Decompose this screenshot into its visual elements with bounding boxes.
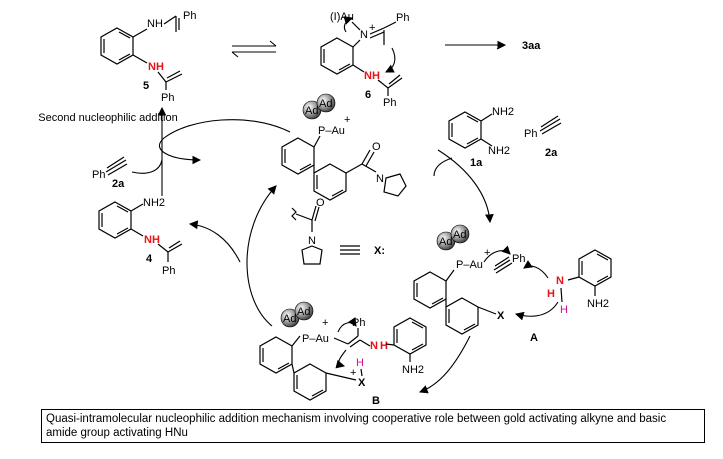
intermediate-label: A [530,332,538,344]
benzene-ring [281,137,315,175]
adamantyl-sphere [294,301,314,321]
benzene-ring [259,336,293,374]
x-symbol-label: X: [374,245,385,257]
nh-label: NH [147,18,163,30]
amine-label: NH2 [143,197,165,209]
compound-label: 5 [143,80,149,92]
adamantyl-label: Ad [297,306,310,318]
nitrogen-label: N [376,173,384,185]
benzene-ring [445,297,479,335]
charge-plus: + [350,367,356,379]
benzene-ring [448,111,482,149]
figure-caption: Quasi-intramolecular nucleophilic additi… [41,409,705,443]
phenyl-label: Ph [162,265,175,277]
phosphine-gold-label: P–Au [318,125,345,137]
intermediate-label: B [372,395,380,407]
nh-h-label: H [547,288,555,300]
intermediate-b: Ad Ad P–Au + Ph N H NH2 H + X B [259,301,427,407]
charge-plus: + [369,22,375,34]
compound-label: 2a [545,147,558,159]
charge-plus: + [484,247,490,259]
adamantyl-label: Ad [439,236,452,248]
phenyl-label: Ph [161,92,174,104]
gold-ligand-label: (I)Au [330,11,354,23]
pyrrolidine-ring [301,245,323,265]
adamantyl-label: Ad [319,98,332,110]
phenyl-label: Ph [524,128,537,140]
amine-label: NH2 [488,145,510,157]
compound-4: NH2 NH Ph 4 [98,197,183,277]
phenyl-label: Ph [383,97,396,109]
x-label: X [358,377,366,389]
intermediate-a: Ad Ad P–Au + Ph X A N H H NH2 [413,224,612,344]
benzene-ring [578,249,612,287]
nh-red-label: NH [364,70,380,82]
second-addition-label: Second nucleophilic addition [38,112,178,124]
oxygen-label: O [372,141,381,153]
gold-catalyst: Ad Ad P–Au + O N [281,93,407,201]
adamantyl-label: Ad [305,105,318,117]
acidic-h-label: H [356,357,364,369]
phosphine-gold-label: P–Au [456,259,483,271]
compound-label: 1a [470,157,483,169]
phenyl-label: Ph [352,317,365,329]
benzene-ring [320,37,354,75]
compound-label: 4 [146,253,153,265]
nh-h-label: H [380,340,388,352]
reagent-2a: Ph 2a [524,115,562,159]
acidic-h-label: H [560,304,568,316]
equilibrium-arrow [231,40,277,58]
reaction-arrow [445,40,507,50]
amine-label: NH2 [587,298,609,310]
second-addition: Second nucleophilic addition Ph 2a [38,106,178,196]
benzene-ring [313,163,347,201]
benzene-ring [100,27,134,65]
adamantyl-label: Ad [453,229,466,241]
adamantyl-sphere [316,93,336,113]
phenyl-label: Ph [512,253,525,265]
benzene-ring [413,271,447,309]
iminium-n-label: N [360,29,368,41]
benzene-ring [393,317,427,355]
compound-label: 6 [365,89,371,101]
phenyl-label: Ph [183,10,196,22]
nh-red-label: N [556,275,564,287]
oxygen-label: O [316,197,325,209]
reagent-1a: NH2 NH2 1a [448,106,514,169]
product-label: 3aa [522,40,541,52]
x-definition: O N X: [291,197,385,265]
nitrogen-label: N [308,235,316,247]
caption-text: Quasi-intramolecular nucleophilic additi… [46,413,667,439]
benzene-ring [293,363,327,401]
cycle-arrows [158,119,494,394]
phenyl-label: Ph [396,12,409,24]
charge-plus: + [322,317,328,329]
charge-plus: + [344,114,350,126]
compound-5: NH Ph NH Ph 5 [100,10,196,104]
amine-label: NH2 [402,364,424,376]
adamantyl-label: Ad [283,313,296,325]
nh-red-label: N [370,340,378,352]
phosphine-gold-label: P–Au [302,333,329,345]
benzene-ring [98,201,132,239]
x-label: X [497,310,505,322]
compound-6: (I)Au N + Ph NH Ph 6 [320,11,409,109]
nh-red-label: NH [148,61,164,73]
phenyl-label: Ph [92,169,105,181]
pyrrolidine-ring [383,173,407,197]
reagent-label: 2a [112,178,125,190]
adamantyl-sphere [450,224,470,244]
amine-label: NH2 [492,106,514,118]
nh-red-label: NH [144,234,160,246]
